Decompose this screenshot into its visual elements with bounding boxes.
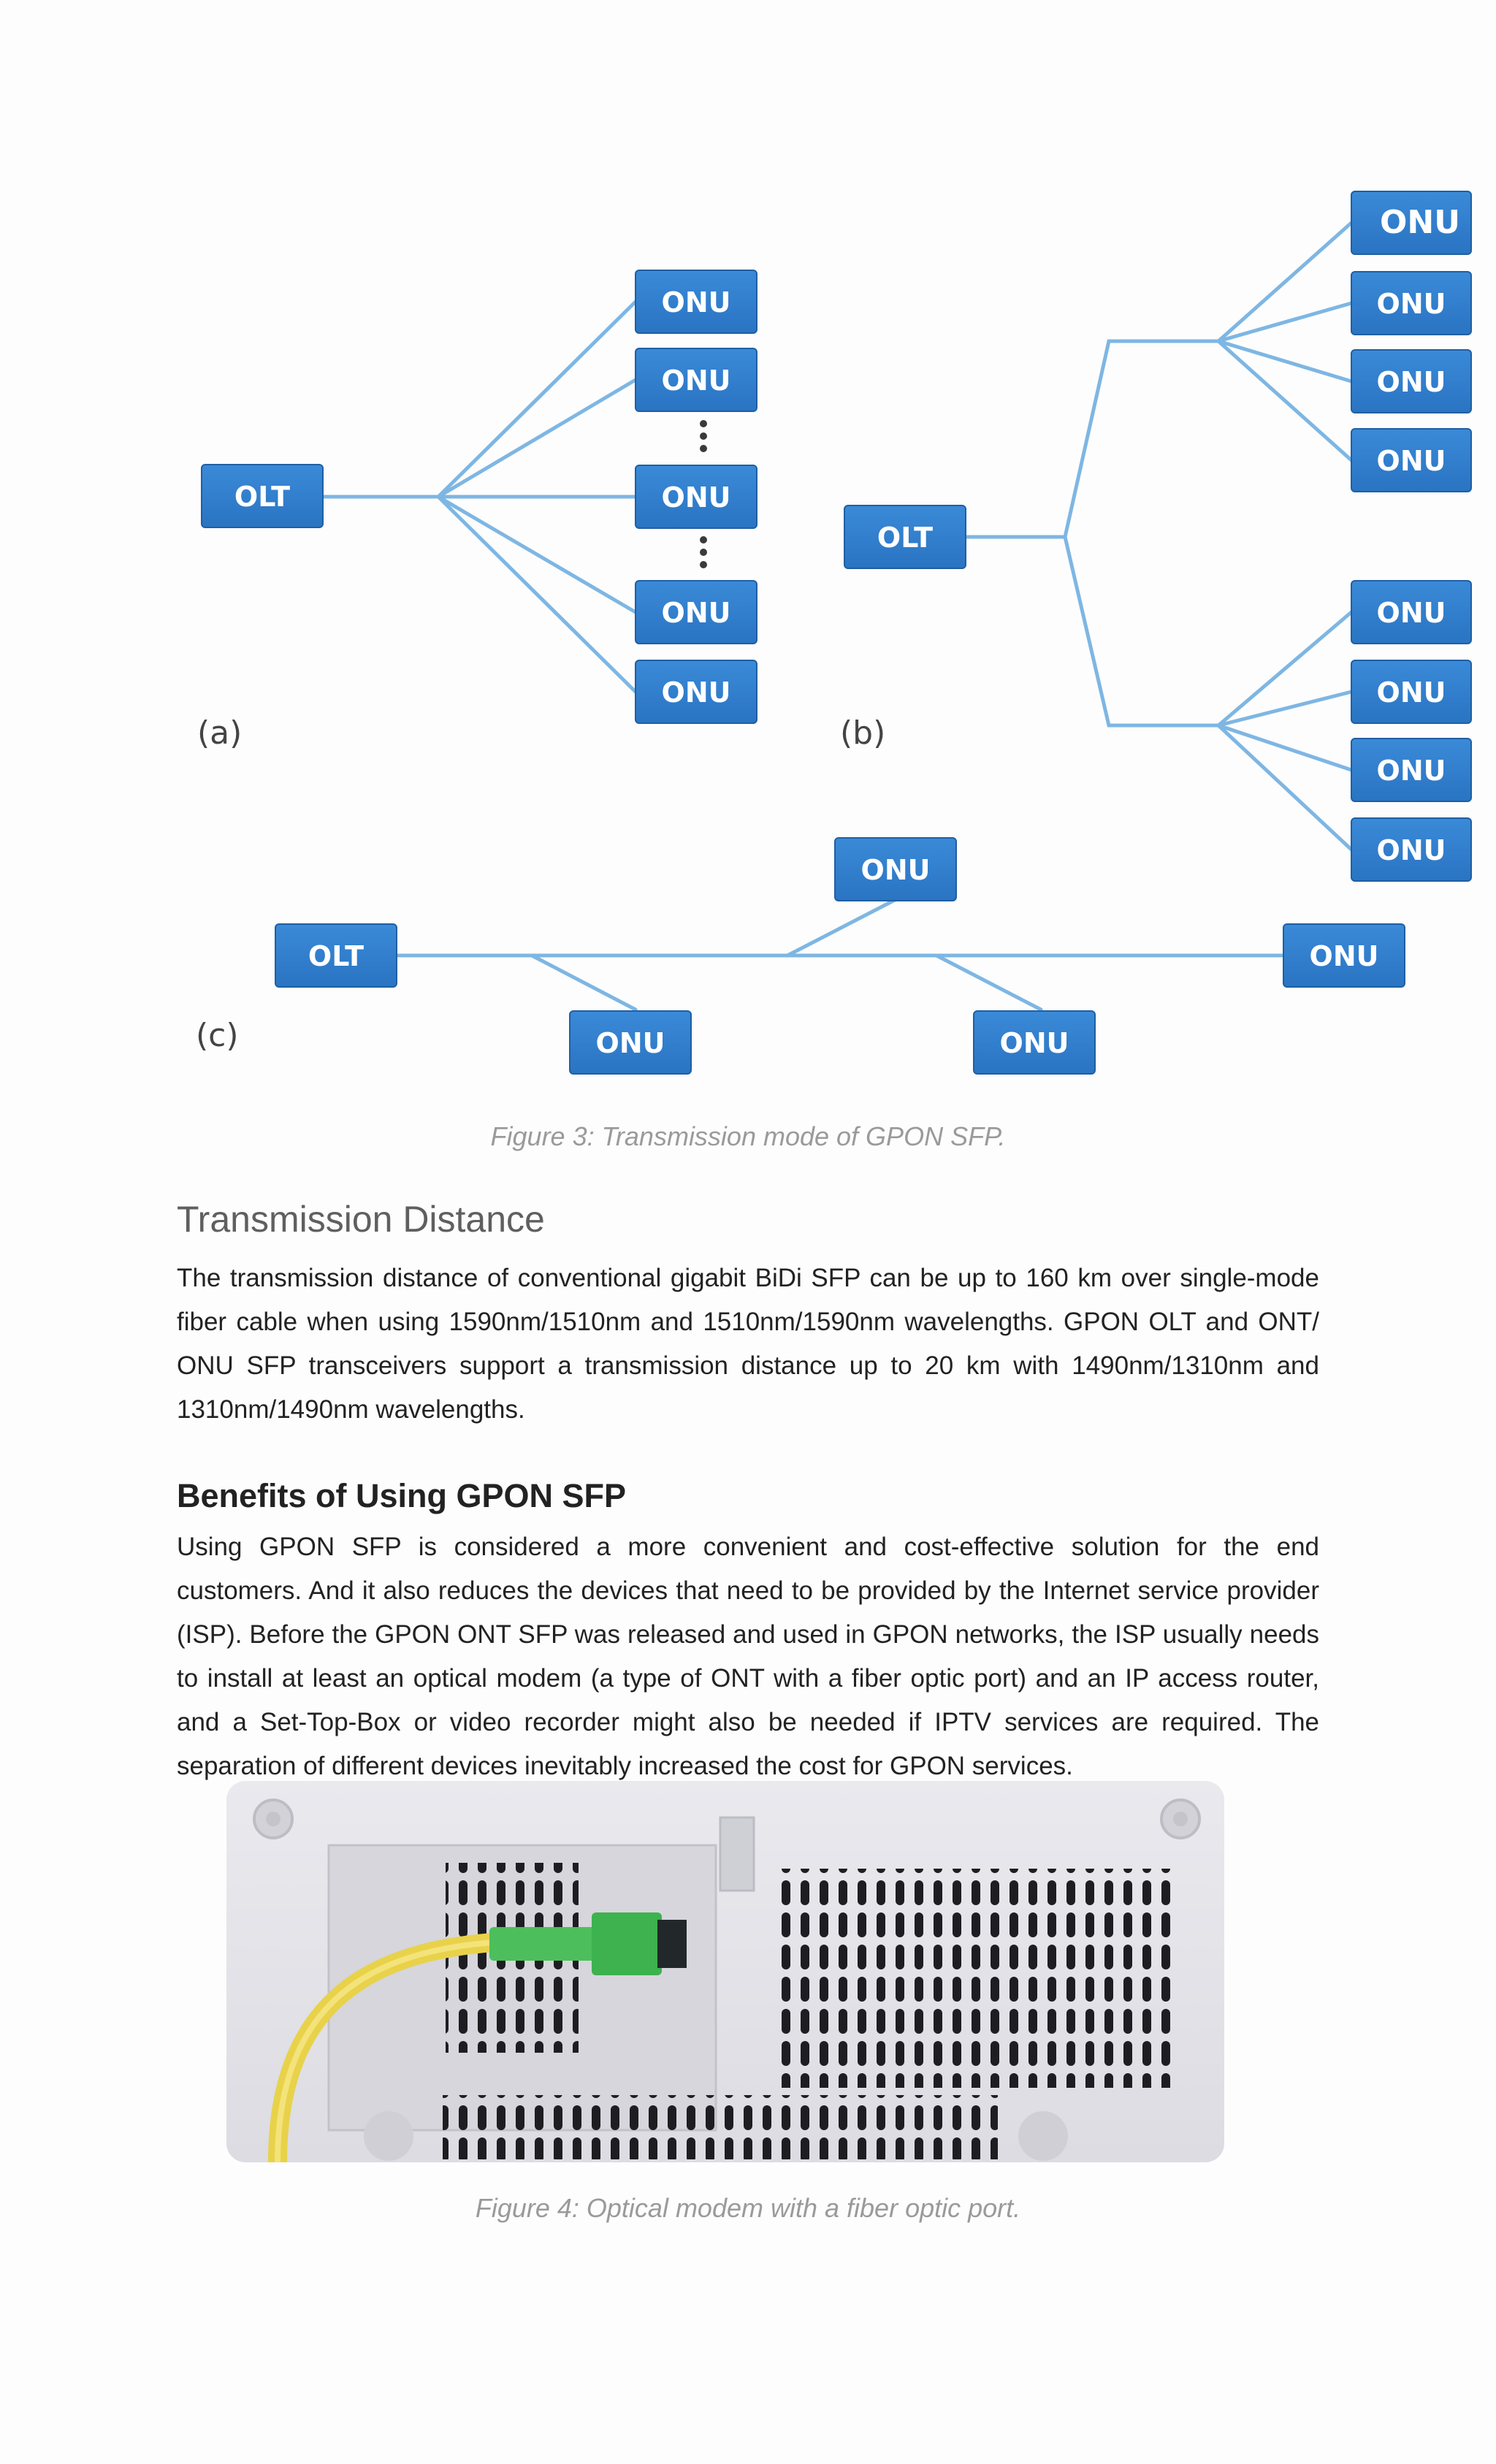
label-c: (c) <box>196 1017 239 1054</box>
onu-node: ONU <box>1351 580 1472 644</box>
figure-3-caption: Figure 3: Transmission mode of GPON SFP. <box>490 1121 1006 1151</box>
figure-4-caption: Figure 4: Optical modem with a fiber opt… <box>475 2193 1021 2223</box>
svg-text:ONU: ONU <box>1377 288 1446 320</box>
svg-text:OLT: OLT <box>877 522 933 554</box>
svg-text:ONU: ONU <box>662 286 731 319</box>
transmission-mode-diagram: OLT ONU ONU ONU ONU ONU (a) OLT ONU ONU … <box>196 191 1472 1075</box>
svg-text:ONU: ONU <box>662 676 731 709</box>
optical-modem-photo <box>226 1781 1224 2162</box>
svg-text:ONU: ONU <box>1377 676 1446 709</box>
svg-text:ONU: ONU <box>662 597 731 629</box>
svg-text:OLT: OLT <box>308 940 364 972</box>
onu-node: ONU <box>635 580 757 644</box>
onu-node: ONU <box>1351 191 1472 255</box>
olt-node-b: OLT <box>844 505 966 569</box>
ellipsis-dots <box>700 420 707 568</box>
svg-text:OLT: OLT <box>234 481 290 513</box>
svg-text:ONU: ONU <box>596 1027 665 1059</box>
svg-text:ONU: ONU <box>1377 597 1446 629</box>
onu-node: ONU <box>635 270 757 334</box>
paragraph-transmission-distance: The transmission distance of conventiona… <box>177 1264 1319 1424</box>
label-b: (b) <box>840 714 885 752</box>
svg-text:ONU: ONU <box>1377 755 1446 787</box>
svg-text:ONU: ONU <box>861 854 931 886</box>
olt-node-c: OLT <box>275 923 397 988</box>
onu-node: ONU <box>569 1010 692 1075</box>
svg-text:ONU: ONU <box>1380 204 1460 241</box>
svg-text:ONU: ONU <box>1000 1027 1069 1059</box>
section-heading-benefits: Benefits of Using GPON SFP <box>177 1477 627 1514</box>
onu-node: ONU <box>635 348 757 412</box>
svg-text:ONU: ONU <box>1377 445 1446 477</box>
svg-text:ONU: ONU <box>1310 940 1379 972</box>
svg-text:ONU: ONU <box>1377 834 1446 866</box>
label-a: (a) <box>197 714 242 752</box>
onu-node: ONU <box>1351 428 1472 492</box>
onu-node: ONU <box>1283 923 1405 988</box>
onu-node: ONU <box>1351 349 1472 413</box>
onu-node: ONU <box>1351 817 1472 882</box>
section-heading-transmission-distance: Transmission Distance <box>177 1199 545 1240</box>
olt-node-a: OLT <box>201 464 324 528</box>
onu-node: ONU <box>834 837 957 901</box>
onu-node: ONU <box>635 660 757 724</box>
onu-node: ONU <box>635 465 757 529</box>
onu-node: ONU <box>1351 738 1472 802</box>
onu-node: ONU <box>1351 660 1472 724</box>
svg-text:ONU: ONU <box>1377 366 1446 398</box>
svg-text:ONU: ONU <box>662 365 731 397</box>
onu-node: ONU <box>1351 271 1472 335</box>
svg-text:ONU: ONU <box>662 481 731 514</box>
onu-node: ONU <box>973 1010 1096 1075</box>
paragraph-benefits: Using GPON SFP is considered a more conv… <box>177 1533 1319 1780</box>
